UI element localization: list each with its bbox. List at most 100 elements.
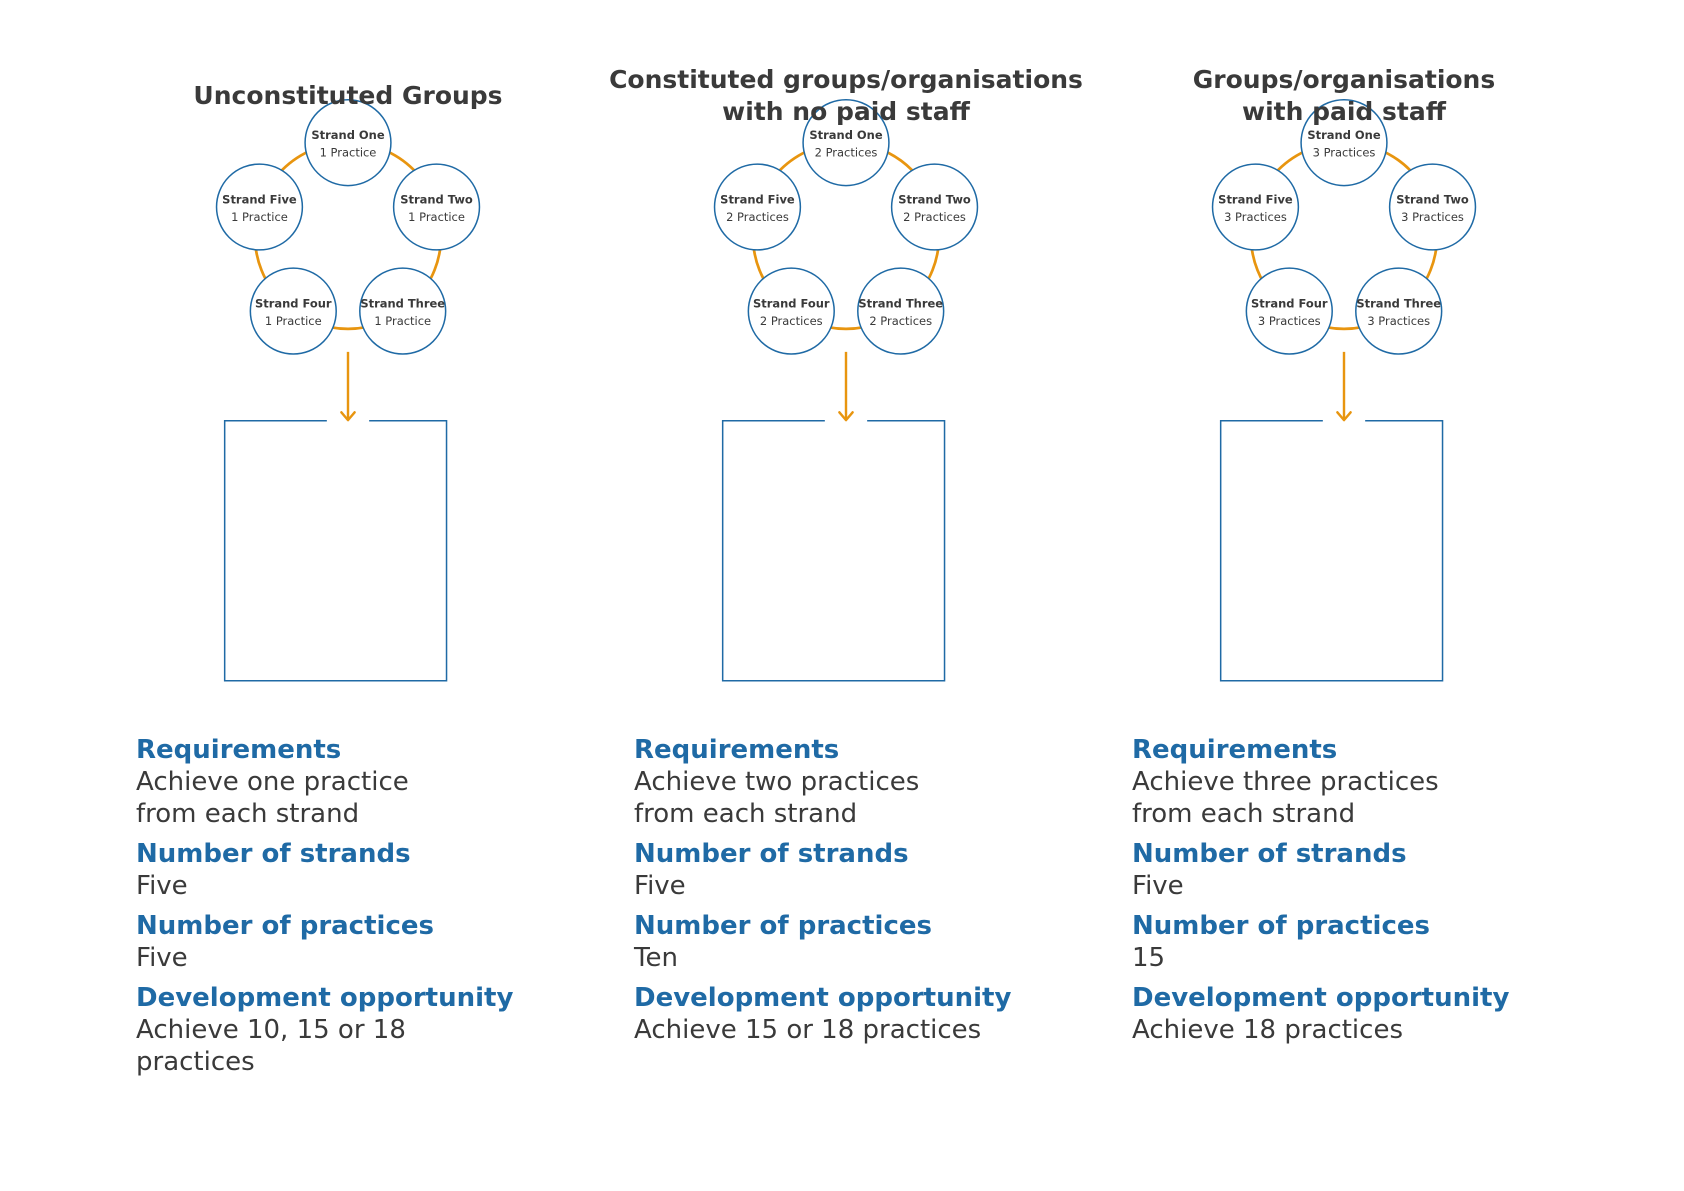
info-value: Five <box>1132 870 1562 902</box>
info-label: Number of practices <box>1132 911 1430 941</box>
strand-name: Strand Three <box>360 296 445 310</box>
strand-name: Strand Two <box>400 192 473 206</box>
strand-circle <box>249 267 337 355</box>
strand-practice-count: 1 Practice <box>408 210 465 224</box>
info-label: Number of practices <box>634 911 932 941</box>
info-value: Five <box>634 870 1064 902</box>
info-value-line: Achieve 10, 15 or 18 <box>136 1015 406 1045</box>
strand-practice-count: 2 Practices <box>760 314 823 328</box>
info-label: Development opportunity <box>1132 983 1510 1013</box>
column-title-line: with no paid staff <box>722 97 970 126</box>
info-label: Number of strands <box>1132 839 1407 869</box>
info-value-line: from each strand <box>634 799 858 829</box>
info-value: Five <box>136 870 566 902</box>
info-value-line: 15 <box>1132 943 1166 973</box>
info-value-line: Achieve one practice <box>136 767 409 797</box>
column-title-line: Constituted groups/organisations <box>609 65 1083 94</box>
strand-name: Strand Four <box>753 296 830 310</box>
strand-practice-count: 3 Practices <box>1258 314 1321 328</box>
strand-practice-count: 2 Practices <box>869 314 932 328</box>
strand-node-three: Strand Three 1 Practice <box>359 267 447 355</box>
info-value: 15 <box>1132 942 1562 974</box>
strand-name: Strand Four <box>1251 296 1328 310</box>
info-value: Ten <box>634 942 1064 974</box>
strand-name: Strand One <box>809 128 882 142</box>
strand-circle <box>857 267 945 355</box>
strand-node-one: Strand One 1 Practice <box>304 98 392 187</box>
strand-name: Strand Four <box>255 296 332 310</box>
info-value-line: Achieve 15 or 18 practices <box>634 1015 982 1045</box>
strand-practice-count: 1 Practice <box>231 210 288 224</box>
info-value-line: Achieve 18 practices <box>1132 1015 1403 1045</box>
strand-node-four: Strand Four 3 Practices <box>1245 267 1333 355</box>
strand-circle <box>1355 267 1443 355</box>
strand-circle <box>215 163 304 251</box>
info-value: Achieve 15 or 18 practices <box>634 1014 1064 1046</box>
strand-practice-count: 1 Practice <box>374 314 431 328</box>
strand-practice-count: 1 Practice <box>320 146 377 160</box>
strand-circle <box>304 98 392 187</box>
down-arrow-icon <box>838 351 854 422</box>
strand-practice-count: 3 Practices <box>1367 314 1430 328</box>
strand-name: Strand Two <box>898 192 971 206</box>
strand-circle <box>1388 163 1477 251</box>
strand-node-one: Strand One 3 Practices <box>1300 98 1388 187</box>
info-label: Number of strands <box>634 839 909 869</box>
info-label: Requirements <box>634 735 840 765</box>
strand-name: Strand Five <box>1218 192 1293 206</box>
info-value: Achieve 18 practices <box>1132 1014 1562 1046</box>
info-label: Requirements <box>136 735 342 765</box>
info-value: Five <box>136 942 566 974</box>
strand-node-two: Strand Two 2 Practices <box>890 163 979 251</box>
strand-circle <box>359 267 447 355</box>
strand-practice-count: 3 Practices <box>1224 210 1287 224</box>
strand-node-four: Strand Four 1 Practice <box>249 267 337 355</box>
strand-circle <box>392 163 481 251</box>
strand-name: Strand Three <box>858 296 943 310</box>
column-title: Unconstituted Groups <box>98 80 598 112</box>
column-title-line: Groups/organisations <box>1192 65 1496 94</box>
strand-name: Strand Five <box>720 192 795 206</box>
strand-name: Strand Five <box>222 192 297 206</box>
column-title-line: with paid staff <box>1241 97 1446 126</box>
info-value-line: from each strand <box>1132 799 1356 829</box>
info-label: Requirements <box>1132 735 1338 765</box>
strand-name: Strand One <box>311 128 384 142</box>
strand-practice-count: 3 Practices <box>1313 146 1376 160</box>
strand-node-five: Strand Five 2 Practices <box>713 163 802 251</box>
info-value-line: practices <box>136 1047 255 1077</box>
column-title-line: Unconstituted Groups <box>193 81 503 110</box>
column-title: Groups/organisations with paid staff <box>1094 64 1594 128</box>
strand-node-three: Strand Three 2 Practices <box>857 267 945 355</box>
strand-practice-count: 1 Practice <box>265 314 322 328</box>
strand-circle <box>713 163 802 251</box>
down-arrow-icon <box>340 351 356 422</box>
info-box-frame <box>1219 420 1444 682</box>
info-value-line: Achieve three practices <box>1132 767 1439 797</box>
info-value-line: Ten <box>634 943 678 973</box>
strand-practice-count: 2 Practices <box>726 210 789 224</box>
down-arrow-icon <box>1336 351 1352 422</box>
info-value-line: from each strand <box>136 799 360 829</box>
strand-circle <box>1300 98 1388 187</box>
strand-circle <box>747 267 835 355</box>
strand-practice-count: 2 Practices <box>903 210 966 224</box>
strand-name: Strand One <box>1307 128 1380 142</box>
info-value-line: Five <box>136 943 188 973</box>
info-box-frame <box>721 420 946 682</box>
